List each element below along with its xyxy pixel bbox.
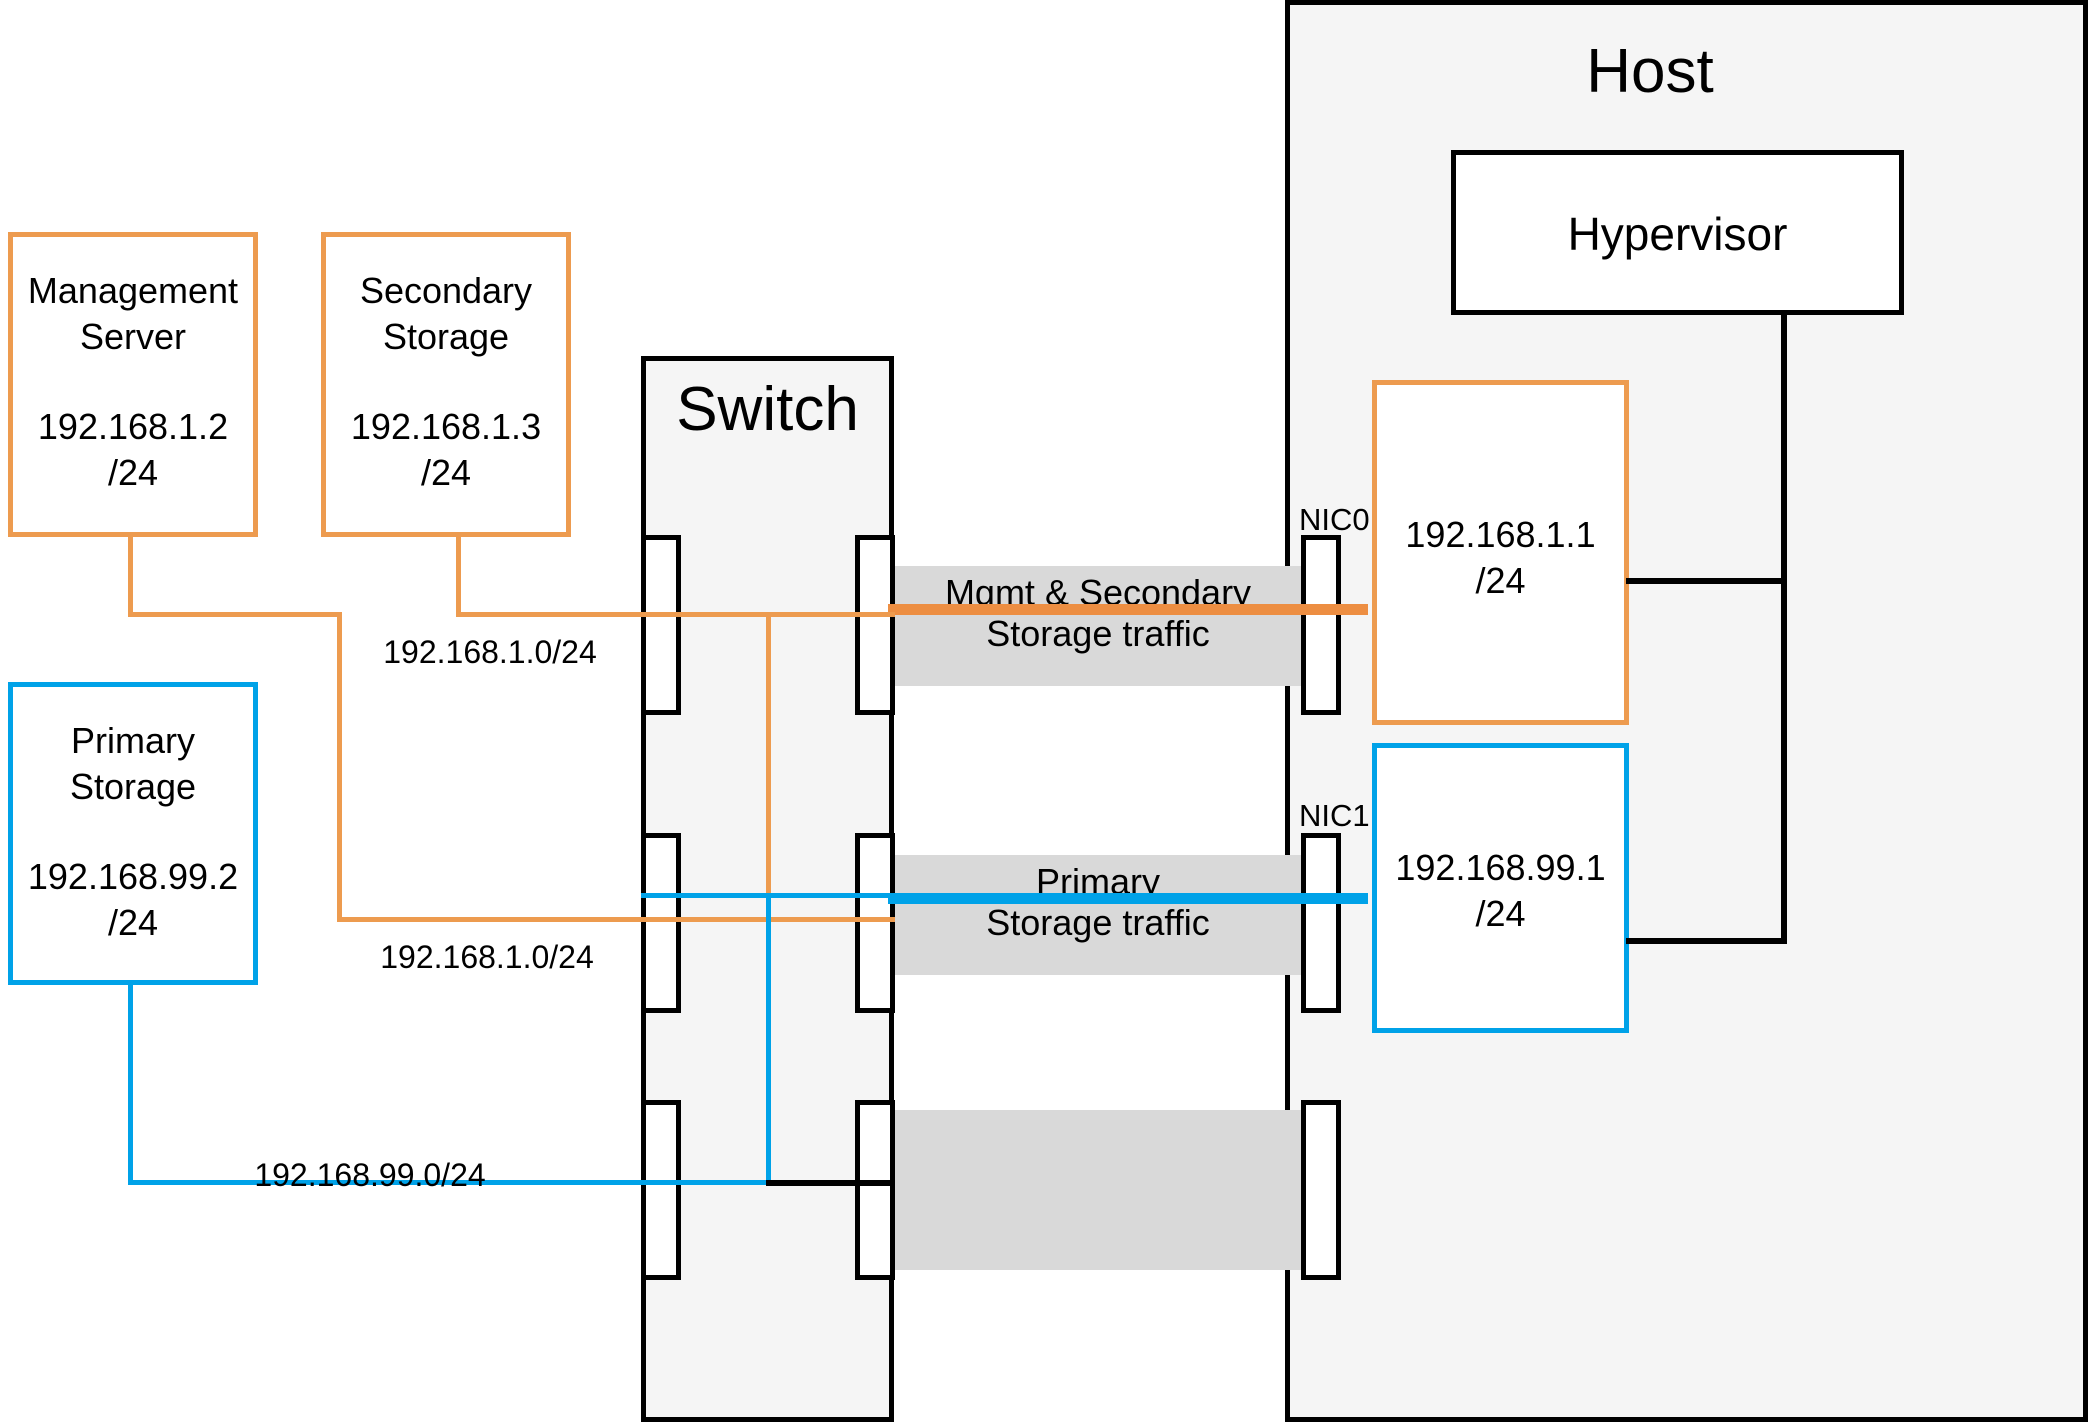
host-nic2-port[interactable] (1301, 1100, 1341, 1280)
switch-port-left-3[interactable] (641, 1100, 681, 1280)
switch-port-right-1[interactable] (855, 535, 895, 715)
management-server-name: Management Server (27, 270, 239, 358)
mgmt-server-run-right (128, 612, 342, 617)
primary-storage-drop (128, 985, 133, 1185)
unused-traffic-band (895, 1110, 1301, 1270)
secondary-storage-name: Secondary Storage (359, 270, 533, 358)
mgmt-secondary-traffic-line2: Storage traffic (986, 613, 1210, 654)
management-server-box (8, 232, 258, 537)
secondary-storage-run (456, 612, 646, 617)
nic1-ip-text: 192.168.99.1 /24 (1395, 847, 1606, 935)
primary-storage-run (128, 1180, 646, 1185)
nic1-label: NIC1 (1299, 798, 1370, 833)
switch-primary-riser (766, 893, 771, 1185)
hypervisor-box (1451, 150, 1904, 315)
mgmt-server-run-to-switch (337, 917, 646, 922)
host-title: Host (1586, 37, 1714, 106)
nic1-ip-box (1372, 743, 1629, 1033)
primary-storage-name: Primary Storage (69, 720, 197, 808)
hypervisor-down-line (1781, 315, 1787, 583)
mgmt-traffic-link (888, 604, 1368, 615)
switch-port-left-1[interactable] (641, 535, 681, 715)
mgmt-secondary-traffic-band (895, 566, 1301, 686)
switch-title: Switch (676, 375, 859, 444)
host-internal-bus (1781, 578, 1787, 944)
switch-port-left-2[interactable] (641, 833, 681, 1013)
secondary-storage-drop (456, 537, 461, 617)
switch-port3-stub (766, 1180, 895, 1186)
switch-primary-internal-top (641, 893, 895, 898)
secondary-storage-ip: 192.168.1.3 /24 (350, 406, 542, 494)
secondary-storage-box (321, 232, 571, 537)
management-server-ip: 192.168.1.2 /24 (37, 406, 229, 494)
subnet-label-mgmt-lower: 192.168.1.0/24 (380, 939, 594, 975)
primary-traffic-band (895, 855, 1301, 975)
hypervisor-to-bus-line (1626, 578, 1787, 584)
hypervisor-label: Hypervisor (1567, 208, 1788, 260)
primary-traffic-line2: Storage traffic (986, 902, 1210, 943)
host-nic0-port[interactable] (1301, 535, 1341, 715)
mgmt-server-drop (128, 537, 133, 617)
nic0-label: NIC0 (1299, 502, 1370, 537)
subnet-label-mgmt-upper: 192.168.1.0/24 (383, 634, 597, 670)
subnet-label-storage: 192.168.99.0/24 (254, 1157, 486, 1193)
nic0-ip-text: 192.168.1.1 /24 (1405, 514, 1596, 602)
switch-port-right-2[interactable] (855, 833, 895, 1013)
primary-storage-box (8, 682, 258, 985)
bus-to-nic1-line (1626, 938, 1787, 944)
switch-mgmt-internal-riser (766, 612, 771, 922)
switch-port-right-3[interactable] (855, 1100, 895, 1280)
primary-traffic-link (888, 893, 1368, 904)
primary-storage-ip: 192.168.99.2 /24 (27, 856, 239, 944)
nic0-ip-box (1372, 380, 1629, 725)
host-nic1-port[interactable] (1301, 833, 1341, 1013)
mgmt-server-drop2 (337, 612, 342, 922)
